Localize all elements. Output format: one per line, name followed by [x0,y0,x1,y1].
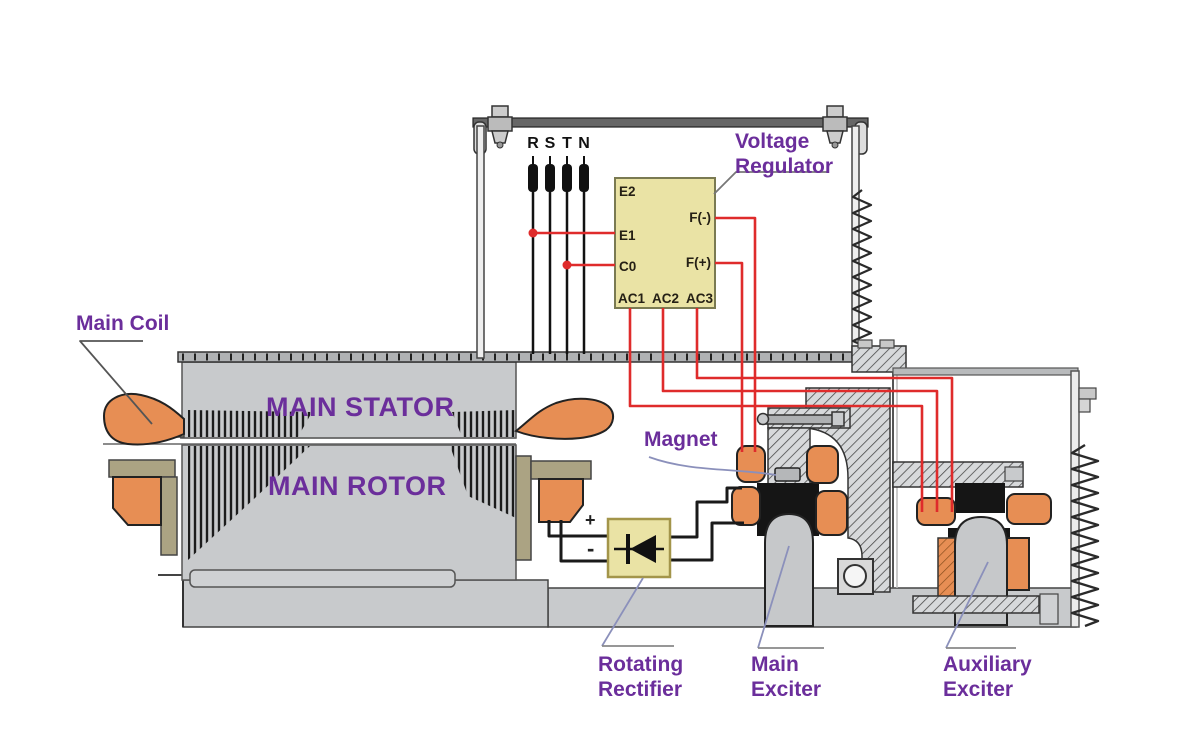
rotor-field-wires [547,486,744,563]
rotating-rectifier-label: Rotating Rectifier [598,653,684,701]
rotor-winding-hatch-right [450,446,516,518]
pin-c0-label: C0 [619,259,637,274]
exciter-magnet [774,467,801,482]
pin-f-plus-label: F(+) [685,255,711,270]
main-coil-label: Main Coil [76,312,170,335]
right-end-parts [513,397,614,561]
terminal-n-label: N [578,135,590,152]
right-housing [892,367,1100,628]
terminal-r-label: R [527,135,539,152]
pin-ac3-label: AC3 [686,291,714,306]
rectifier-minus-label: - [587,536,595,561]
pin-e2-label: E2 [619,184,636,199]
wire-f-minus [715,216,757,452]
pin-ac1-label: AC1 [618,291,646,306]
terminal-s-label: S [544,135,556,152]
bearing-ball [843,564,867,588]
junction-dot-r [528,228,538,238]
stator-winding-hatch-right [452,410,516,437]
diode-icon [614,534,664,564]
spring-coil-upper [851,189,873,355]
leader-lines [79,171,1016,649]
main-stator-label: MAIN STATOR [266,392,455,422]
terminal-t-label: T [562,135,572,152]
spring-coil-right [1070,443,1100,628]
wire-ac1 [628,308,924,512]
voltage-regulator-box [614,177,716,309]
main-exciter-rotor-dome [764,512,814,627]
auxiliary-exciter-label: Auxiliary Exciter [943,653,1032,701]
stator-winding-hatch-left [188,410,312,437]
exciter-end-bracket [805,387,891,593]
stator-end-winding-right [513,397,614,440]
rectifier-plus-label: + [585,510,596,530]
main-machine [103,351,859,588]
box-clamp-left [487,105,513,149]
pin-e1-label: E1 [619,228,636,243]
rotor-winding-hatch-left [188,446,310,560]
wire-ac2 [661,308,939,512]
main-exciter-label: Main Exciter [751,653,822,701]
rotor-slot-plate [189,569,456,588]
voltage-regulator-label: Voltage Regulator [735,130,834,178]
junction-dot-t [562,260,572,270]
main-coil-end-winding [102,393,185,446]
rotating-rectifier-box [606,517,672,579]
wire-ac3 [695,308,954,512]
red-wires [533,216,954,512]
wire-f-plus [715,261,744,452]
left-end-parts [102,393,185,556]
pin-ac2-label: AC2 [652,291,680,306]
box-clamp-right [822,105,848,149]
aux-exciter-assembly [892,461,1059,626]
rstn-terminal-pins [528,156,589,354]
magnet-label: Magnet [644,428,718,451]
main-rotor-label: MAIN ROTOR [268,471,447,501]
terminal-box [472,105,873,359]
rotor-end-winding-right [538,478,584,523]
main-exciter-assembly [731,339,907,627]
pin-f-minus-label: F(-) [689,210,711,225]
